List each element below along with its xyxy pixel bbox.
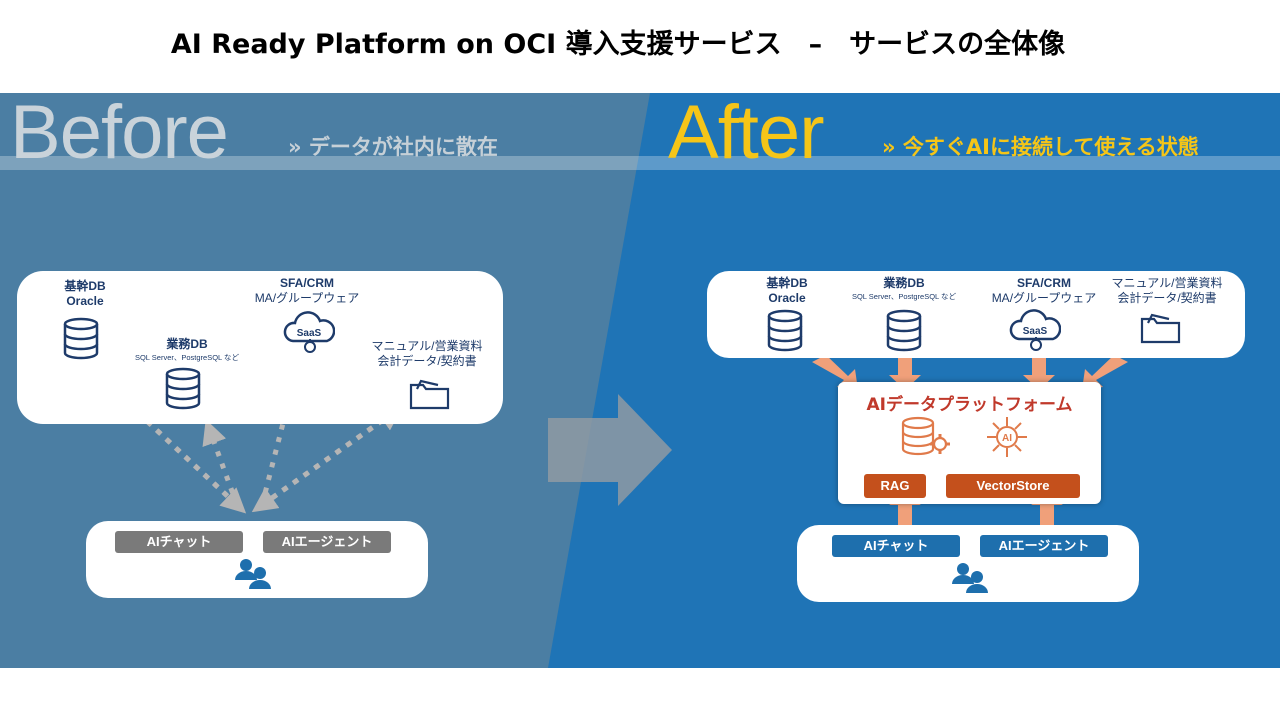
heading-band <box>0 156 1280 170</box>
before-sfa-label: SFA/CRM MA/グループウェア <box>247 276 367 306</box>
after-kikan-line2: Oracle <box>768 291 806 305</box>
database-icon <box>767 309 803 352</box>
after-ai-panel: AIチャット AIエージェント <box>797 525 1139 602</box>
after-ai-chat-pill: AIチャット <box>832 535 960 557</box>
after-manual-line1: マニュアル/営業資料 <box>1111 276 1223 290</box>
after-manual-label: マニュアル/営業資料 会計データ/契約書 <box>1102 276 1232 306</box>
database-icon <box>165 367 201 410</box>
database-icon <box>886 309 922 352</box>
after-manual-line2: 会計データ/契約書 <box>1117 291 1217 305</box>
before-gyomu-detail: SQL Server、PostgreSQL など <box>134 353 240 362</box>
after-kikan-line1: 基幹DB <box>766 276 808 290</box>
after-subheading: » 今すぐAIに接続して使える状態 <box>882 131 1199 161</box>
after-sfa-line2: MA/グループウェア <box>991 291 1097 305</box>
before-ai-panel: AIチャット AIエージェント <box>86 521 428 598</box>
chevron-right-icon: » <box>882 135 896 159</box>
before-manual-line1: マニュアル/営業資料 <box>371 339 483 353</box>
ai-chip-icon: AI <box>987 417 1027 457</box>
database-gear-icon <box>901 416 950 456</box>
before-kikan-line1: 基幹DB <box>64 279 106 293</box>
after-sources-panel: 基幹DB Oracle 業務DB SQL Server、PostgreSQL な… <box>707 271 1245 358</box>
vectorstore-pill: VectorStore <box>946 474 1080 498</box>
users-icon <box>235 559 271 589</box>
big-arrow <box>548 394 672 506</box>
after-ai-agent-pill: AIエージェント <box>980 535 1108 557</box>
before-sfa-line2: MA/グループウェア <box>254 291 360 305</box>
before-manual-line2: 会計データ/契約書 <box>377 354 477 368</box>
saas-cloud-icon: SaaS <box>283 311 335 353</box>
after-heading: After <box>668 93 824 175</box>
before-subheading-text: データが社内に散在 <box>308 135 498 159</box>
saas-cloud-icon: SaaS <box>1009 309 1061 351</box>
after-subheading-text: 今すぐAIに接続して使える状態 <box>902 135 1199 159</box>
after-gyomu-detail: SQL Server、PostgreSQL など <box>851 292 957 301</box>
users-icon <box>952 563 988 593</box>
before-kikan-label: 基幹DB Oracle <box>55 279 115 309</box>
before-ai-chat-pill: AIチャット <box>115 531 243 553</box>
chevron-right-icon: » <box>288 135 302 159</box>
database-icon <box>63 317 99 360</box>
before-subheading: » データが社内に散在 <box>288 131 498 161</box>
before-gyomu-label: 業務DB <box>166 337 208 351</box>
folder-icon <box>409 379 450 410</box>
before-heading: Before <box>10 93 229 175</box>
after-sfa-line1: SFA/CRM <box>1017 276 1071 290</box>
after-gyomu-label: 業務DB <box>883 276 925 290</box>
ai-data-platform: AIデータプラットフォーム AI RAG Vect <box>838 382 1101 504</box>
after-kikan-label: 基幹DB Oracle <box>757 276 817 306</box>
after-sfa-label: SFA/CRM MA/グループウェア <box>984 276 1104 306</box>
platform-title: AIデータプラットフォーム <box>866 395 1073 415</box>
folder-icon <box>1140 313 1181 344</box>
before-sfa-line1: SFA/CRM <box>280 276 334 290</box>
before-sources-panel: 基幹DB Oracle 業務DB SQL Server、PostgreSQL な… <box>17 271 503 424</box>
page-title: AI Ready Platform on OCI 導入支援サービス – サービス… <box>170 29 1066 60</box>
rag-pill: RAG <box>864 474 926 498</box>
svg-text:SaaS: SaaS <box>1023 326 1048 337</box>
comparison-stage: Before » データが社内に散在 After » 今すぐAIに接続して使える… <box>0 93 1280 668</box>
svg-text:SaaS: SaaS <box>297 328 322 339</box>
before-ai-agent-pill: AIエージェント <box>263 531 391 553</box>
before-manual-label: マニュアル/営業資料 会計データ/契約書 <box>362 339 492 369</box>
before-kikan-line2: Oracle <box>66 294 104 308</box>
svg-text:AI: AI <box>1002 433 1012 444</box>
